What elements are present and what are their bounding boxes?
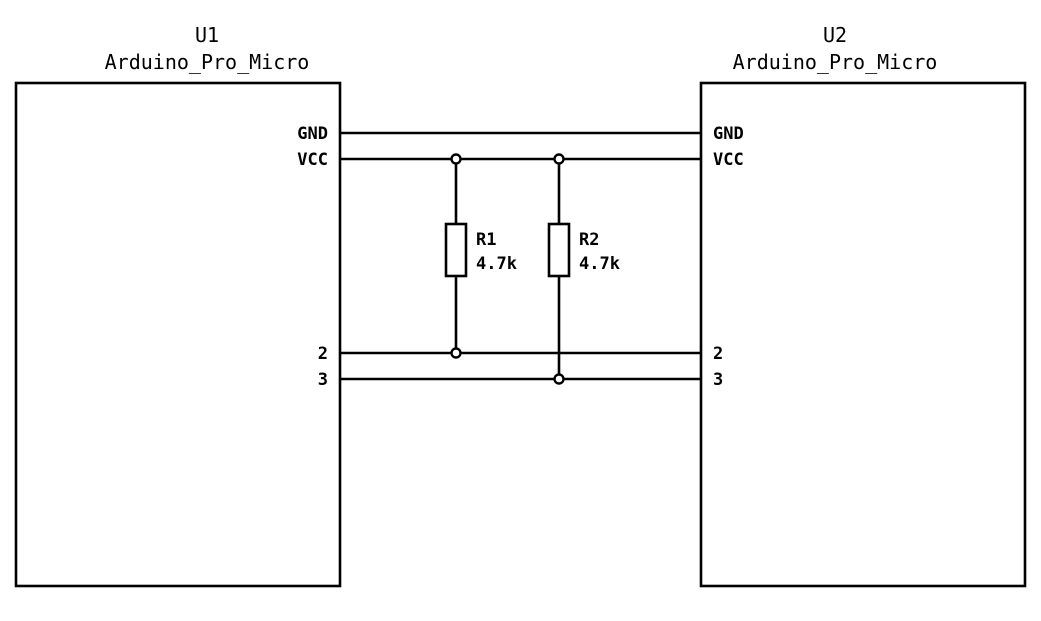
u2-body: [699, 81, 1027, 588]
u2-pin-2-label: 2: [713, 344, 723, 364]
r1-body: [444, 222, 468, 278]
u2-value: Arduino_Pro_Micro: [733, 50, 938, 74]
u1-pin-2-label: 2: [318, 344, 328, 364]
u1-pin-gnd-label: GND: [297, 124, 328, 144]
resistor-r2: R2 4.7k: [547, 159, 620, 379]
r2-body: [547, 222, 571, 278]
u2-reference: U2: [823, 23, 847, 47]
junction-r1-pin-2: [450, 347, 462, 359]
u1-value: Arduino_Pro_Micro: [105, 50, 310, 74]
junction-r2-vcc: [553, 153, 565, 165]
u1-reference: U1: [195, 23, 219, 47]
junction-r1-vcc: [450, 153, 462, 165]
component-u1: U1 Arduino_Pro_Micro GND VCC 2 3: [14, 23, 342, 588]
r1-reference: R1: [476, 230, 496, 250]
component-u2: U2 Arduino_Pro_Micro GND VCC 2 3: [699, 23, 1027, 588]
u2-pin-3-label: 3: [713, 370, 723, 390]
u2-pin-gnd-label: GND: [713, 124, 744, 144]
resistor-r1: R1 4.7k: [444, 159, 517, 353]
r2-value: 4.7k: [579, 254, 620, 274]
u1-pin-vcc-label: VCC: [297, 150, 328, 170]
u1-pin-3-label: 3: [318, 370, 328, 390]
junction-r2-pin-3: [553, 373, 565, 385]
r1-value: 4.7k: [476, 254, 517, 274]
r2-reference: R2: [579, 230, 599, 250]
u1-body: [14, 81, 342, 588]
u2-pin-vcc-label: VCC: [713, 150, 744, 170]
